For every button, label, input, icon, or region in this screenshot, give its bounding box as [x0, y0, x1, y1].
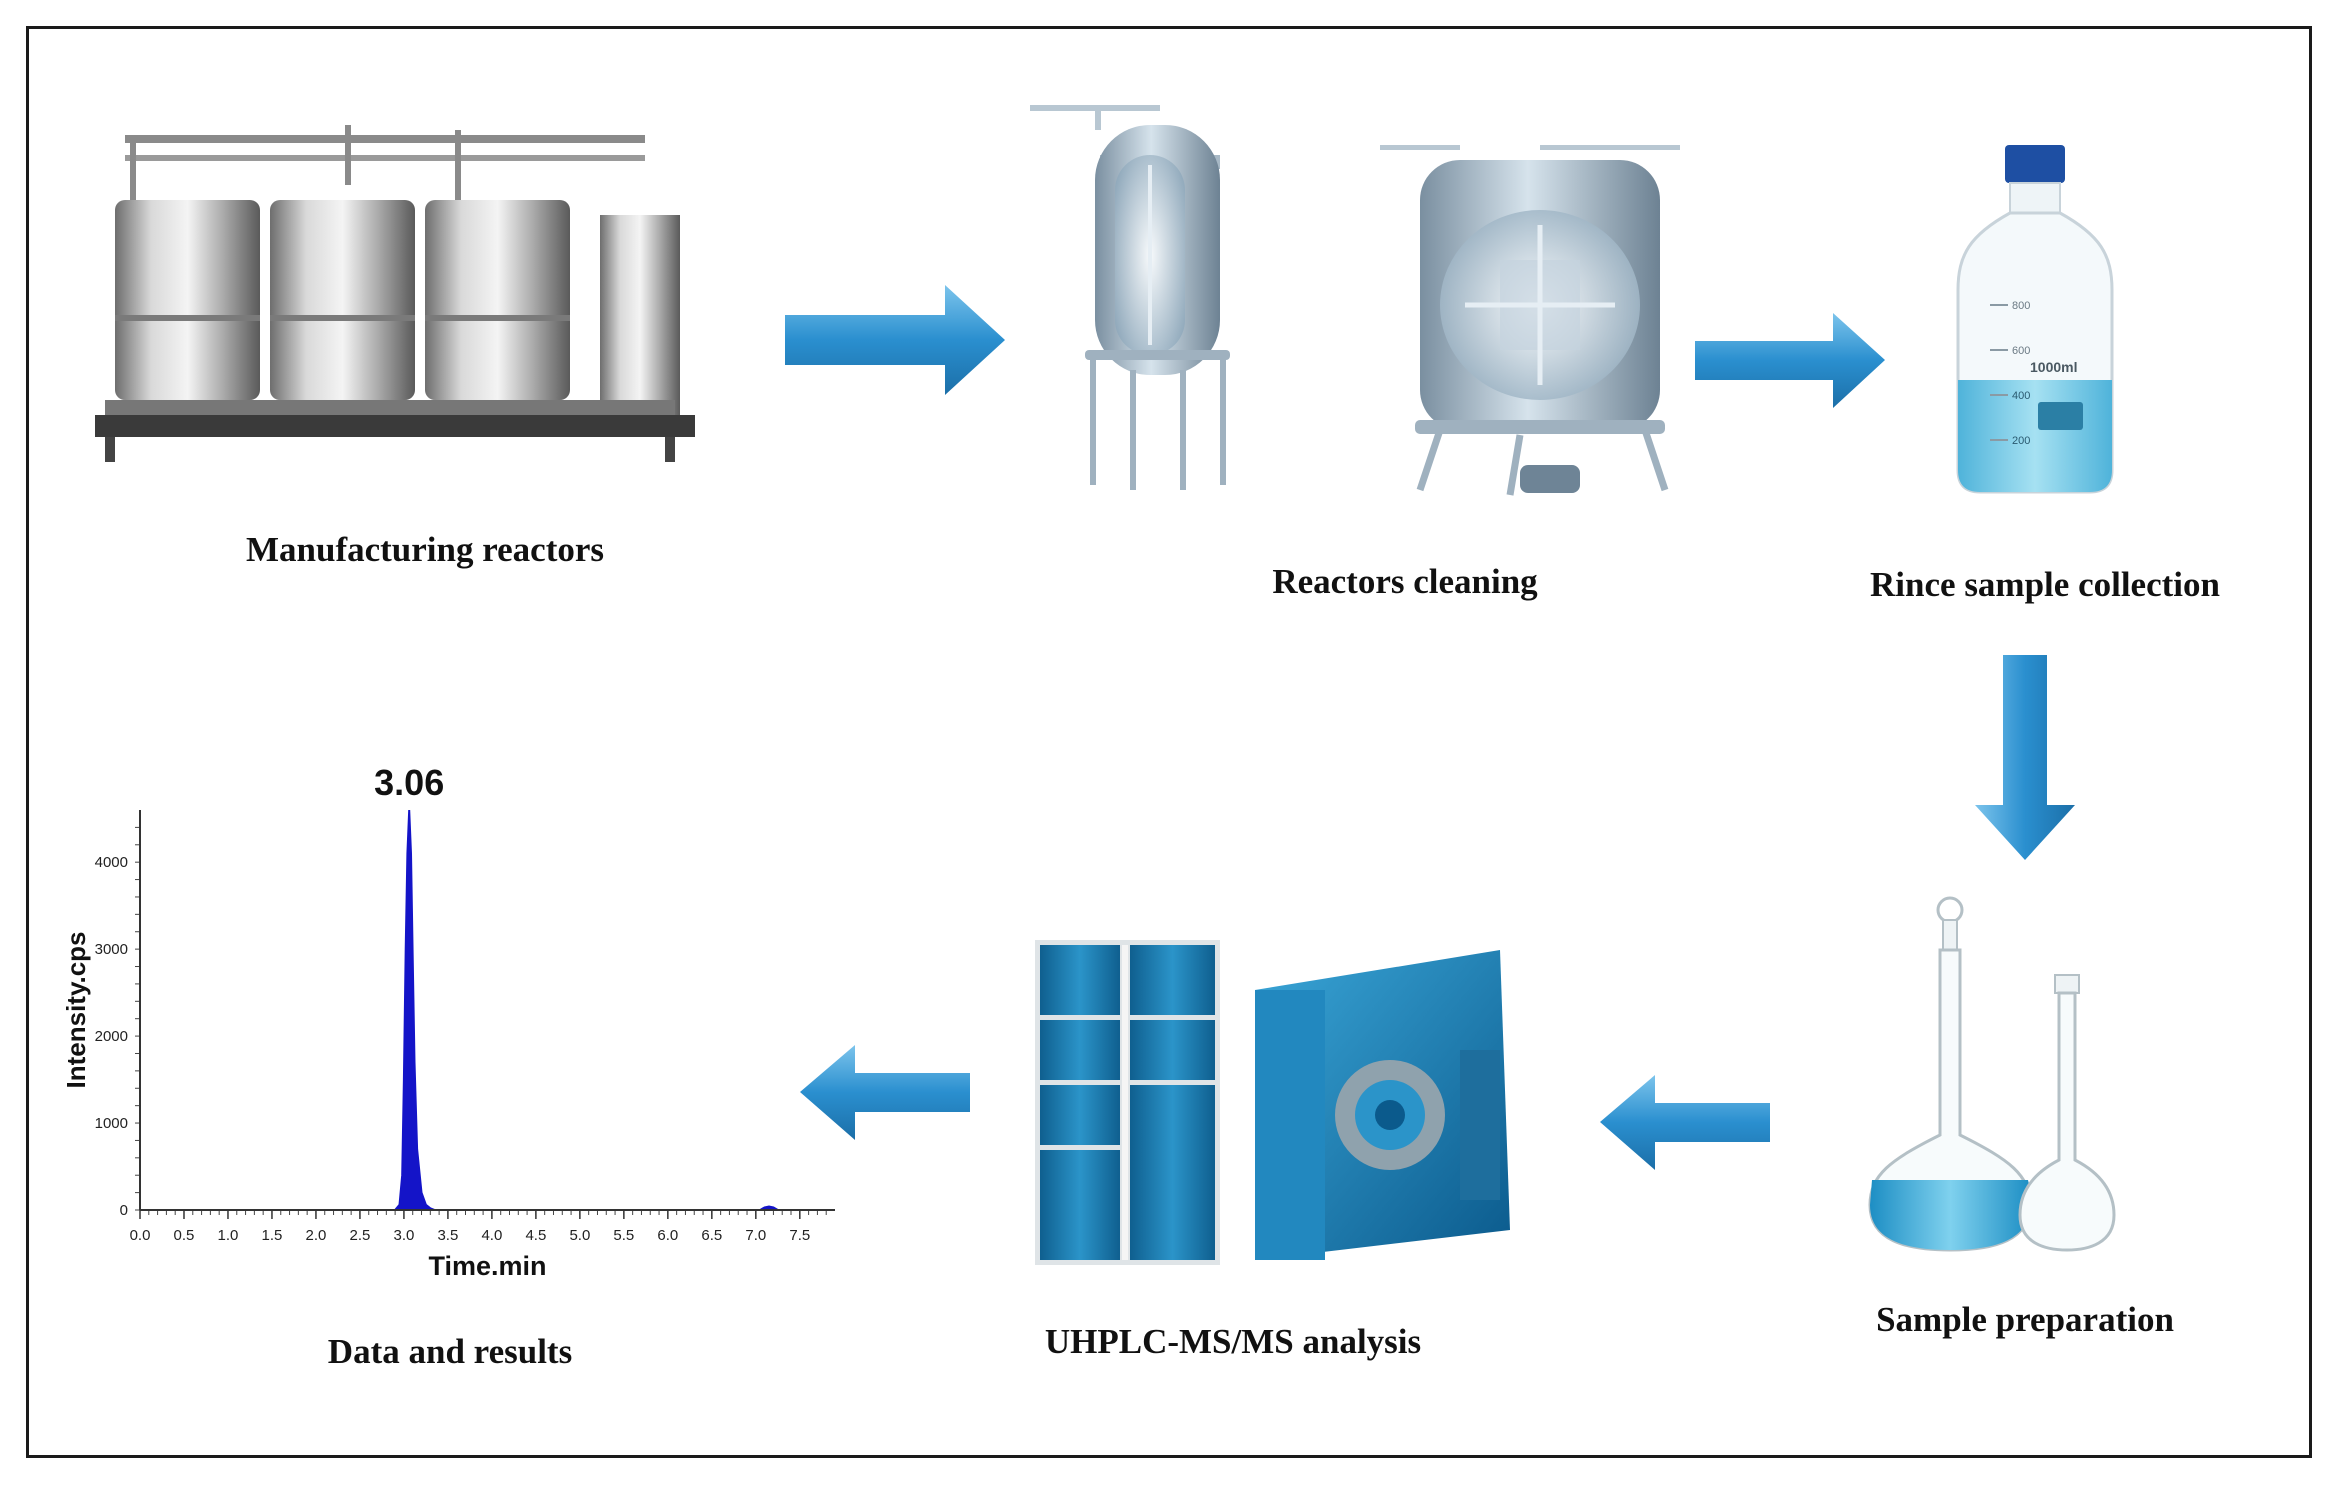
uhplc-ms-instrument-image [1035, 940, 1510, 1265]
y-tick-label: 3000 [95, 941, 128, 958]
bottle-grad-600: 600 [2012, 345, 2030, 357]
step-label-cleaning: Reactors cleaning [1272, 562, 1538, 601]
y-tick-label: 0 [120, 1202, 128, 1219]
y-axis-label: Intensity.cps [61, 931, 91, 1088]
chromatogram-peak-area [140, 809, 835, 1211]
x-tick-label: 0.5 [174, 1227, 195, 1244]
figure-border [26, 26, 2312, 1458]
x-tick-label: 1.0 [218, 1227, 239, 1244]
bottle-grad-400: 400 [2012, 390, 2030, 402]
x-tick-label: 6.5 [701, 1227, 722, 1244]
y-tick-label: 1000 [95, 1115, 128, 1132]
step-label-rince: Rince sample collection [1870, 565, 2220, 604]
manufacturing-reactors-image [95, 125, 695, 462]
x-tick-label: 5.5 [613, 1227, 634, 1244]
x-axis-label: Time.min [428, 1251, 546, 1281]
volumetric-flasks-image [1868, 896, 2116, 1252]
process-flow-arrow [1975, 655, 2075, 860]
x-tick-label: 2.5 [350, 1227, 371, 1244]
x-tick-label: 4.0 [481, 1227, 502, 1244]
bottle-markings: 800 600 1000ml 400 200 [2012, 300, 2077, 447]
x-tick-label: 7.5 [789, 1227, 810, 1244]
bottle-volume: 1000ml [2030, 359, 2077, 375]
step-label-manufacturing: Manufacturing reactors [245, 530, 605, 569]
peak-label: 3.06 [374, 762, 444, 803]
x-tick-label: 0.0 [130, 1227, 151, 1244]
process-flow-arrow [785, 285, 1005, 395]
x-tick-label: 4.5 [525, 1227, 546, 1244]
y-tick-label: 4000 [95, 854, 128, 871]
x-tick-label: 6.0 [657, 1227, 678, 1244]
process-flow-arrow [1600, 1075, 1770, 1170]
step-label-preparation: Sample preparation [1876, 1300, 2174, 1339]
step-label-analysis: UHPLC-MS/MS analysis [1044, 1322, 1422, 1361]
x-tick-label: 2.0 [306, 1227, 327, 1244]
x-tick-label: 5.0 [569, 1227, 590, 1244]
x-tick-label: 3.5 [437, 1227, 458, 1244]
y-tick-label: 2000 [95, 1028, 128, 1045]
bottle-grad-800: 800 [2012, 300, 2030, 312]
chromatogram-chart: 0.0 0.5 1.0 1.5 2.0 2.5 3.0 3.5 4.0 4.5 5.0 5.5 6.0 6… [61, 762, 835, 1281]
x-tick-label: 3.0 [393, 1227, 414, 1244]
bottle-grad-200: 200 [2012, 435, 2030, 447]
reactors-cleaning-image [1030, 105, 1680, 496]
process-flow-arrow [800, 1045, 970, 1140]
process-flow-arrow [1695, 313, 1885, 408]
x-tick-label: 1.5 [262, 1227, 283, 1244]
step-label-results: Data and results [327, 1332, 573, 1371]
x-tick-label: 7.0 [745, 1227, 766, 1244]
rince-sample-bottle-image [1956, 145, 2114, 494]
